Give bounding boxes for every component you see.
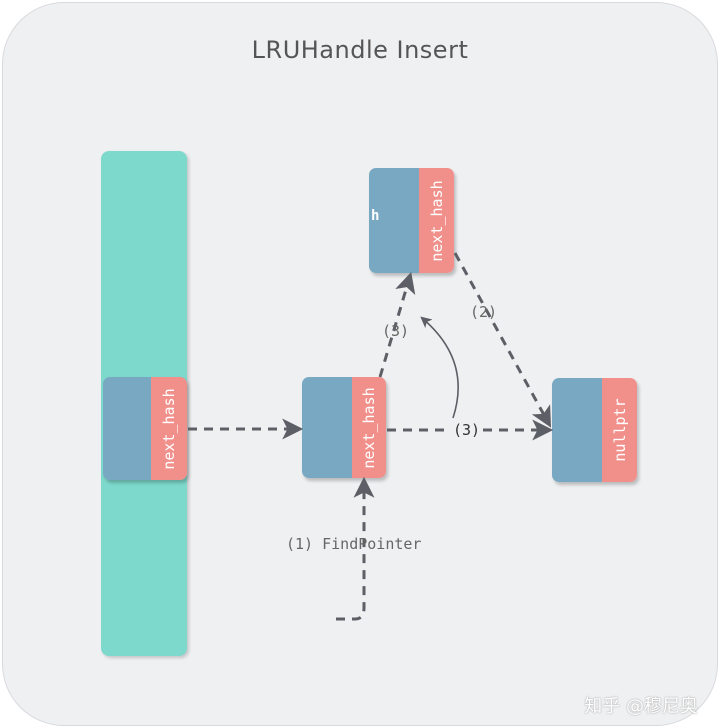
right-node-nullptr-field: nullptr [602, 378, 637, 482]
arrow-step3-curve [420, 316, 459, 419]
arrow-find-pointer [336, 476, 375, 621]
new-node-h: next_hash [369, 168, 454, 273]
bucket-node: next_hash [103, 377, 187, 480]
arrow-middle-to-h [378, 271, 416, 378]
middle-node: next_hash [302, 377, 386, 478]
bucket-node-next-hash-field: next_hash [151, 377, 187, 480]
arrow-h-to-right [453, 252, 552, 428]
right-node: nullptr [552, 378, 637, 482]
watermark: 知乎 @穆尼奥 [584, 696, 698, 717]
label-find-pointer: (1) FindPointer [286, 535, 422, 553]
new-node-name: h [371, 208, 380, 224]
new-node-next-hash-field: next_hash [419, 168, 454, 273]
label-step2: (2) [470, 303, 498, 321]
label-step3-left: (3) [382, 322, 410, 340]
label-step3-right: (3) [450, 421, 484, 439]
middle-node-next-hash-field: next_hash [352, 377, 386, 478]
diagram-title: LRUHandle Insert [251, 36, 469, 64]
